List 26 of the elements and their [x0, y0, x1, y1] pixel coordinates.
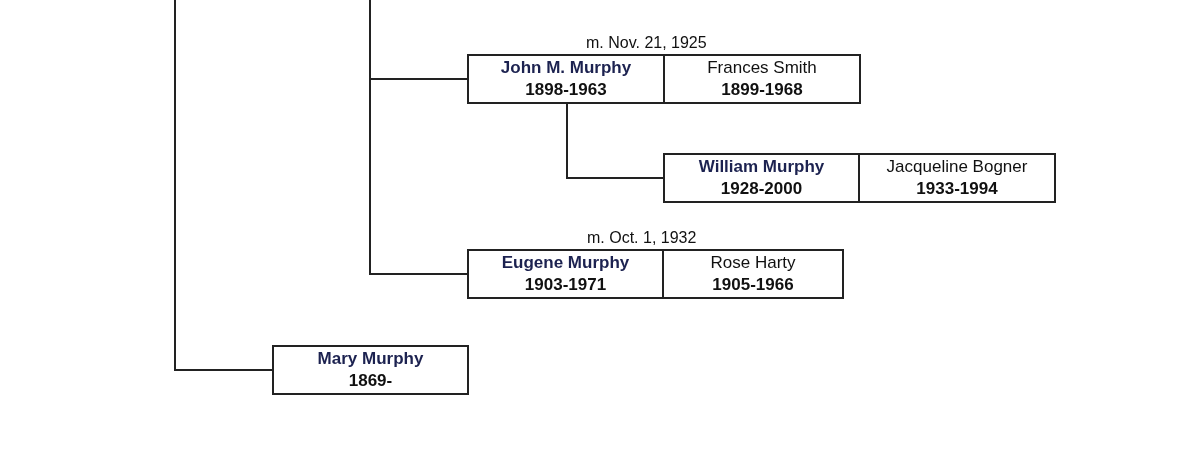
person-box [467, 249, 664, 299]
connector-line [174, 0, 273, 371]
life-dates: 1869- [348, 370, 393, 392]
person-name: Jacqueline Bogner [886, 156, 1028, 178]
life-dates: 1905-1966 [712, 274, 794, 296]
life-dates: 1898-1963 [525, 79, 607, 101]
person-box [272, 345, 469, 395]
person-name: Frances Smith [707, 57, 817, 79]
marriage-date: m. Nov. 21, 1925 [586, 34, 707, 52]
person-box [663, 54, 861, 104]
life-dates: 1903-1971 [524, 274, 607, 296]
marriage-date: m. Oct. 1, 1932 [587, 229, 697, 247]
person-box [663, 153, 860, 203]
connector-line [566, 103, 664, 179]
person-name: Rose Harty [710, 252, 796, 274]
person-box [858, 153, 1056, 203]
person-name: Eugene Murphy [501, 252, 630, 274]
life-dates: 1933-1994 [916, 178, 998, 200]
person-name: John M. Murphy [500, 57, 632, 79]
person-box [662, 249, 844, 299]
life-dates: 1928-2000 [720, 178, 803, 200]
connector-line [369, 0, 468, 275]
life-dates: 1899-1968 [721, 79, 803, 101]
person-name: Mary Murphy [317, 348, 424, 370]
person-name: William Murphy [698, 156, 825, 178]
person-box [467, 54, 665, 104]
